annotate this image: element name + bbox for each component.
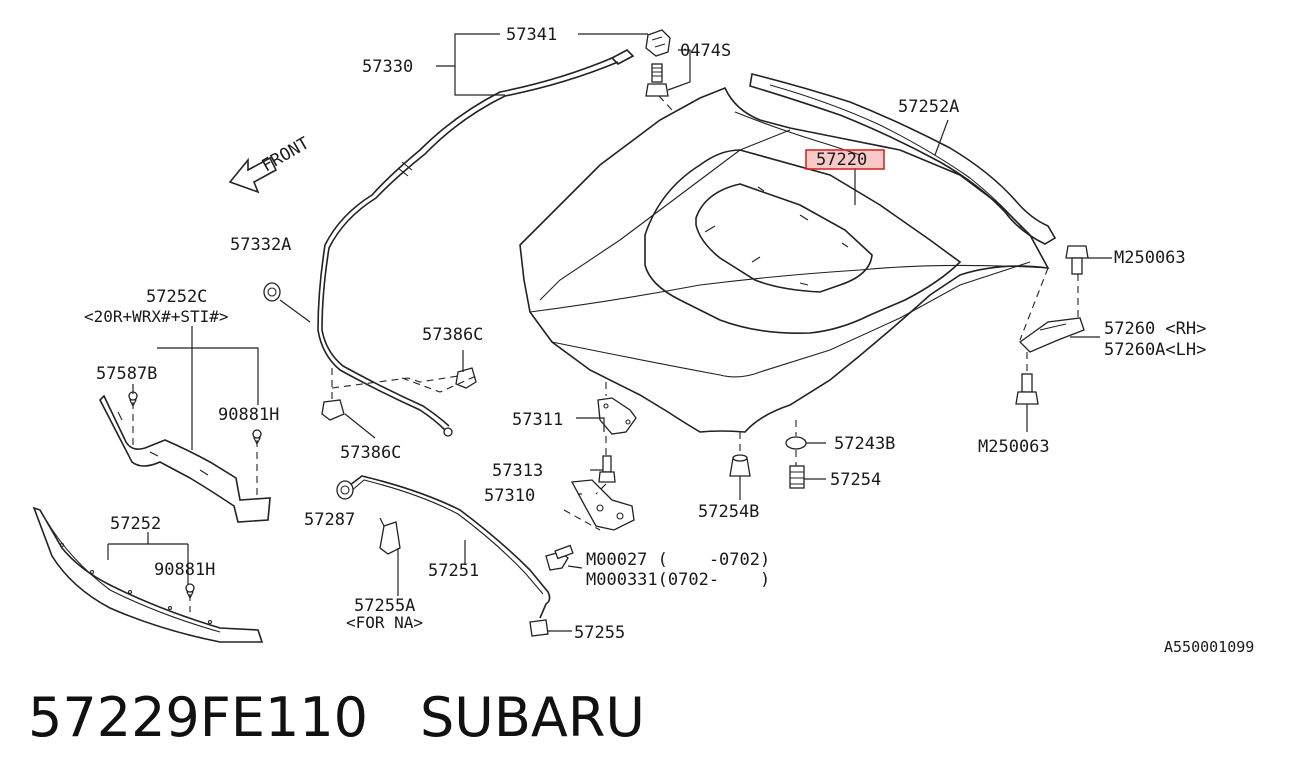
molding-57252[interactable] <box>32 506 264 643</box>
weatherstrip-57252A[interactable] <box>749 73 1057 245</box>
label-90881H-bottom[interactable]: 90881H <box>154 560 215 580</box>
footer-title: 57229FE110 SUBARU <box>28 686 645 749</box>
bolt-0474S[interactable] <box>645 63 669 97</box>
hood-release-cable[interactable] <box>317 49 635 437</box>
label-0474S[interactable]: 0474S <box>680 41 731 61</box>
diagram-reference-code: A550001099 <box>1164 638 1254 656</box>
label-M250063-bottom[interactable]: M250063 <box>978 437 1050 457</box>
label-57313[interactable]: 57313 <box>492 461 543 481</box>
grommet-57287[interactable] <box>336 480 354 500</box>
hinge-57311[interactable] <box>597 397 637 435</box>
label-57254[interactable]: 57254 <box>830 470 881 490</box>
label-90881H-top[interactable]: 90881H <box>218 405 279 425</box>
label-57260[interactable]: 57260 <RH> <box>1104 319 1206 339</box>
label-57287[interactable]: 57287 <box>304 510 355 530</box>
part-labels: 57341 57330 0474S 57252A 57220 FRONT 573… <box>84 25 1254 656</box>
footer-brand: SUBARU <box>420 686 645 749</box>
bolt-M250063-top[interactable] <box>1065 245 1089 275</box>
latch-57310[interactable] <box>570 479 635 531</box>
label-57252C[interactable]: 57252C <box>146 287 207 307</box>
label-57386C-bottom[interactable]: 57386C <box>340 443 401 463</box>
label-57310[interactable]: 57310 <box>484 486 535 506</box>
stay-rod-57251[interactable] <box>345 475 551 619</box>
label-57252[interactable]: 57252 <box>110 514 161 534</box>
label-M250063-top[interactable]: M250063 <box>1114 248 1186 268</box>
label-57386C-top[interactable]: 57386C <box>422 325 483 345</box>
label-front: FRONT <box>259 133 313 176</box>
label-57252A[interactable]: 57252A <box>898 97 959 117</box>
label-57341[interactable]: 57341 <box>506 25 557 45</box>
front-arrow-icon <box>228 156 278 194</box>
cushion-57254B[interactable] <box>729 454 751 477</box>
clip-90881H-top[interactable] <box>252 429 262 446</box>
label-57220[interactable]: 57220 <box>816 150 867 170</box>
grommet-57332A[interactable] <box>263 282 281 302</box>
bracket-57386C-top[interactable] <box>455 367 477 389</box>
molding-57252C[interactable] <box>99 394 271 523</box>
clip-57255[interactable] <box>529 619 549 637</box>
bolt-57313[interactable] <box>598 455 616 483</box>
bracket-57341[interactable] <box>645 29 671 57</box>
label-57311[interactable]: 57311 <box>512 410 563 430</box>
bolt-M250063-bottom[interactable] <box>1015 373 1039 405</box>
label-57330[interactable]: 57330 <box>362 57 413 77</box>
label-57260A[interactable]: 57260A<LH> <box>1104 340 1206 360</box>
label-57255A[interactable]: 57255A <box>354 596 415 616</box>
label-57243B[interactable]: 57243B <box>834 434 895 454</box>
label-57255A-note: <FOR NA> <box>346 613 423 632</box>
label-M000331[interactable]: M000331(0702- ) <box>586 570 770 590</box>
label-57332A[interactable]: 57332A <box>230 235 291 255</box>
washer-57243B[interactable] <box>785 436 807 450</box>
footer-part-number: 57229FE110 <box>28 686 369 749</box>
highlight-box-57220 <box>805 149 885 170</box>
parts-diagram: 57341 57330 0474S 57252A 57220 FRONT 573… <box>32 25 1254 656</box>
label-57254B[interactable]: 57254B <box>698 502 759 522</box>
leader-lines <box>107 33 1112 632</box>
label-57251[interactable]: 57251 <box>428 561 479 581</box>
cushion-57254[interactable] <box>789 465 805 489</box>
label-M00027[interactable]: M00027 ( -0702) <box>586 550 770 570</box>
label-57587B[interactable]: 57587B <box>96 364 157 384</box>
bolt-M00027[interactable] <box>545 544 574 571</box>
label-57252C-note: <20R+WRX#+STI#> <box>84 307 229 326</box>
clip-90881H-bottom[interactable] <box>185 583 195 600</box>
bracket-57260[interactable] <box>1018 317 1085 353</box>
bracket-57255A[interactable] <box>379 521 401 555</box>
bracket-57386C-bottom[interactable] <box>321 399 345 421</box>
hood-panel[interactable] <box>519 86 1050 433</box>
dashed-guide-lines <box>132 95 1079 612</box>
label-57255[interactable]: 57255 <box>574 623 625 643</box>
